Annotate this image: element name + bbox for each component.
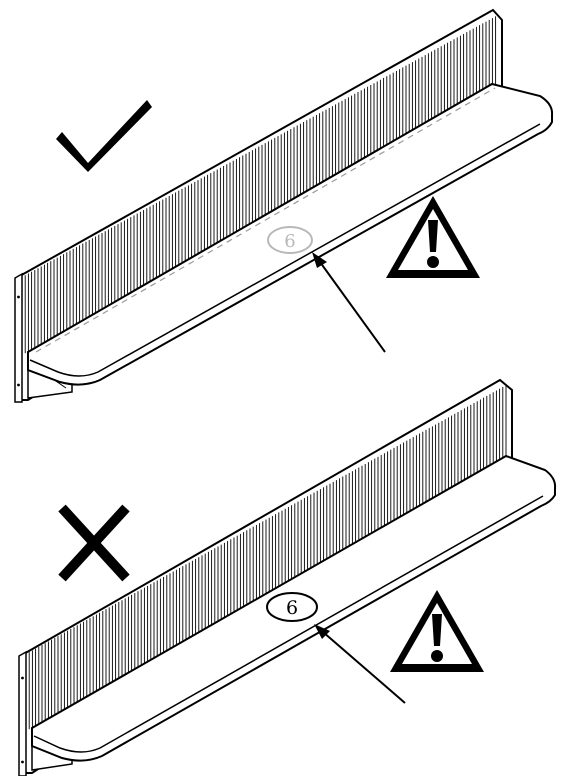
warning-triangle-icon — [386, 196, 480, 278]
warning-triangle-icon — [390, 590, 484, 672]
mounting-guide-line — [35, 87, 496, 353]
screw-hole — [21, 760, 24, 764]
pointer-arrowhead — [312, 252, 327, 268]
screw-hole — [17, 383, 20, 387]
pointer-arrow — [319, 261, 386, 353]
cross-mark-icon — [58, 504, 130, 582]
pointer-arrowhead — [314, 624, 330, 639]
shelf-board-front-edge — [29, 123, 541, 377]
part-number-label: 6 — [284, 231, 295, 252]
panel-incorrect: 6 — [18, 378, 557, 777]
shelf-back-board-ribs — [21, 16, 497, 355]
shelf-back-board-ribs — [25, 385, 507, 731]
panel-correct: 6 — [14, 8, 554, 403]
part-number-label: 6 — [286, 597, 298, 619]
shelf-board-front-edge — [33, 495, 544, 753]
shelf-back-board-edge — [14, 272, 23, 403]
pointer-arrow — [322, 631, 406, 704]
check-mark-icon — [56, 100, 152, 172]
screw-hole — [21, 676, 24, 680]
part-label-oval — [266, 592, 318, 622]
part-label-oval — [267, 226, 313, 254]
screw-hole — [17, 295, 20, 299]
shelf-back-board-edge — [18, 650, 27, 777]
